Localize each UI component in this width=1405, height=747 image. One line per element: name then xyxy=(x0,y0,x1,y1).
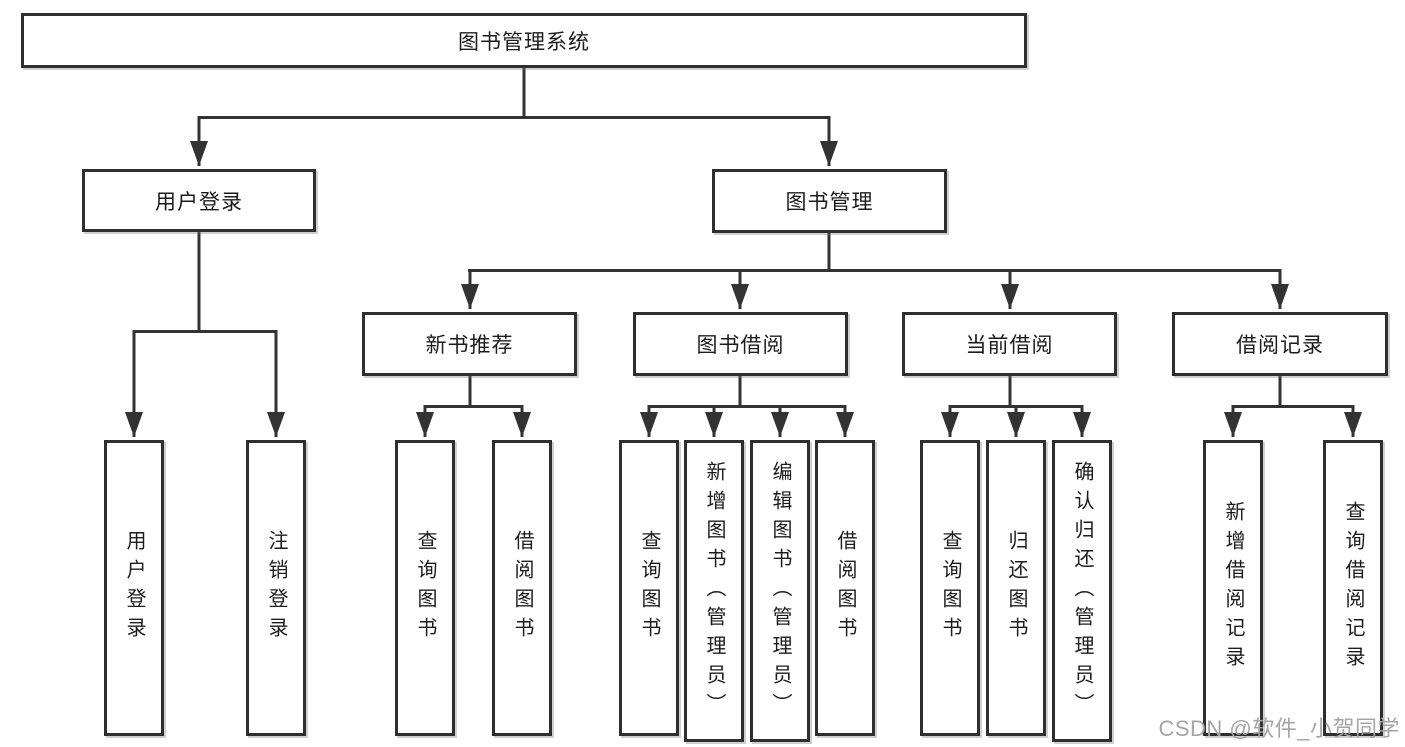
node-return-book-label: 归还图书 xyxy=(1005,530,1027,646)
node-query-books-3-label: 查询图书 xyxy=(939,530,961,646)
node-query-borrow-record: 查询借阅记录 xyxy=(1323,440,1383,736)
node-logout-action: 注销登录 xyxy=(246,440,306,736)
node-logout-action-label: 注销登录 xyxy=(265,530,287,646)
node-edit-book-admin-label: 编辑图书（管理员） xyxy=(769,460,791,722)
node-query-books-2: 查询图书 xyxy=(619,440,679,736)
node-new-book-recommend: 新书推荐 xyxy=(362,312,577,376)
node-book-borrowing-label: 图书借阅 xyxy=(696,334,785,357)
node-current-borrowing: 当前借阅 xyxy=(902,312,1117,376)
node-borrow-books-1: 借阅图书 xyxy=(492,440,552,736)
node-query-borrow-record-label: 查询借阅记录 xyxy=(1342,501,1364,675)
node-borrowing-records-label: 借阅记录 xyxy=(1236,334,1324,357)
node-borrow-books-1-label: 借阅图书 xyxy=(511,530,533,646)
node-library-system: 图书管理系统 xyxy=(21,13,1027,68)
node-new-book-recommend-label: 新书推荐 xyxy=(425,334,514,357)
node-user-login-action-label: 用户登录 xyxy=(123,530,145,646)
node-query-books-2-label: 查询图书 xyxy=(638,530,660,646)
node-confirm-return-admin: 确认归还（管理员） xyxy=(1052,440,1112,742)
node-add-book-admin: 新增图书（管理员） xyxy=(684,440,744,742)
node-current-borrowing-label: 当前借阅 xyxy=(965,334,1054,357)
node-query-books-1-label: 查询图书 xyxy=(414,530,436,646)
node-add-borrow-record: 新增借阅记录 xyxy=(1203,440,1263,736)
node-query-books-3: 查询图书 xyxy=(920,440,980,736)
node-book-management: 图书管理 xyxy=(712,169,947,233)
csdn-watermark: CSDN @软件_小贺同学 xyxy=(1158,716,1400,741)
node-confirm-return-admin-label: 确认归还（管理员） xyxy=(1071,460,1093,722)
node-add-borrow-record-label: 新增借阅记录 xyxy=(1222,501,1244,675)
node-user-login: 用户登录 xyxy=(82,169,316,232)
node-add-book-admin-label: 新增图书（管理员） xyxy=(703,460,725,722)
node-edit-book-admin: 编辑图书（管理员） xyxy=(750,440,810,742)
node-library-system-label: 图书管理系统 xyxy=(458,30,590,54)
node-user-login-label: 用户登录 xyxy=(155,190,243,214)
node-book-borrowing: 图书借阅 xyxy=(633,312,848,376)
node-borrow-books-2: 借阅图书 xyxy=(815,440,875,736)
node-borrowing-records: 借阅记录 xyxy=(1172,312,1388,376)
node-query-books-1: 查询图书 xyxy=(395,440,455,736)
node-borrow-books-2-label: 借阅图书 xyxy=(834,530,856,646)
node-user-login-action: 用户登录 xyxy=(104,440,164,736)
node-book-management-label: 图书管理 xyxy=(785,191,874,214)
node-return-book: 归还图书 xyxy=(986,440,1046,736)
